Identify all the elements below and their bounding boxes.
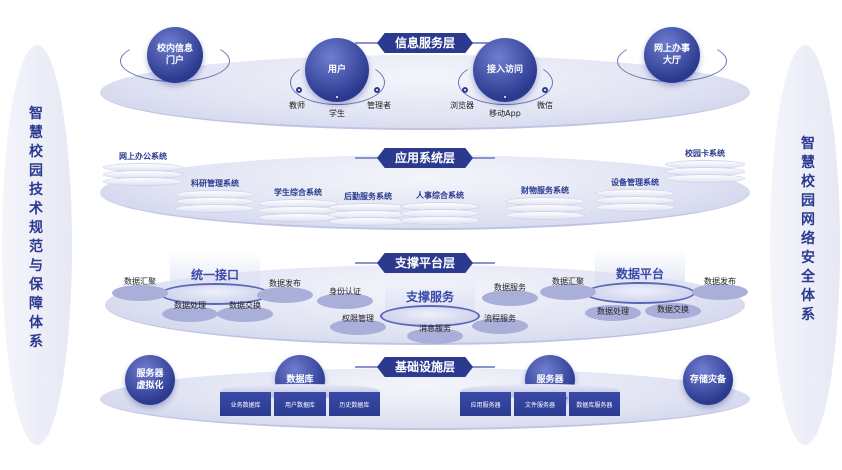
- node-label: 校内信息门户: [157, 44, 194, 66]
- item-label: 流程服务: [484, 314, 516, 323]
- server-segment: 应用服务器: [460, 392, 512, 416]
- pill: [317, 293, 373, 309]
- support-service-hub: [380, 305, 480, 327]
- left-side-title: 智慧校园技术规范与保障体系: [29, 106, 43, 350]
- system-stack: 校园卡系统: [665, 149, 745, 190]
- data-platform-title: 数据平台: [615, 267, 665, 281]
- pill: [217, 306, 273, 322]
- node-label: 数据库: [286, 375, 314, 385]
- item-label: 数据交换: [657, 305, 689, 314]
- pill: [645, 303, 701, 319]
- right-side-band: [770, 45, 840, 445]
- system-label: 学生综合系统: [274, 188, 322, 197]
- user-type-label: 教师: [289, 101, 305, 110]
- system-stack: 科研管理系统: [175, 179, 255, 220]
- item-label: 数据发布: [704, 277, 736, 286]
- user-type-label: 学生: [329, 109, 345, 118]
- infra-layer-title: 基础设施层: [377, 357, 473, 377]
- virtualization-node: 服务器虚拟化: [125, 355, 175, 405]
- pill: [540, 284, 596, 300]
- server-segment: 文件服务器: [514, 392, 566, 416]
- item-label: 数据发布: [269, 279, 301, 288]
- system-label: 财物服务系统: [521, 186, 569, 195]
- system-stack: 学生综合系统: [258, 188, 338, 229]
- access-type-label: 微信: [537, 101, 553, 110]
- dot-icon: [542, 87, 548, 93]
- infra-layer-platform: [100, 368, 750, 430]
- pill: [112, 285, 168, 301]
- system-label: 后勤服务系统: [344, 192, 392, 201]
- data-platform-hub: [585, 282, 695, 304]
- info-layer-title: 信息服务层: [377, 33, 473, 53]
- item-label: 权限管理: [342, 314, 374, 323]
- pill: [585, 305, 641, 321]
- dot-icon: [374, 87, 380, 93]
- access-node: 接入访问: [473, 38, 537, 102]
- user-type-label: 管理者: [367, 101, 391, 110]
- system-label: 设备管理系统: [611, 178, 659, 187]
- pill: [482, 290, 538, 306]
- item-label: 数据交换: [229, 301, 261, 310]
- db-segment: 业务数据库: [220, 392, 272, 416]
- orbit-ring: [458, 60, 553, 105]
- system-label: 科研管理系统: [191, 179, 239, 188]
- users-node: 用户: [305, 38, 369, 102]
- item-label: 数据处理: [597, 307, 629, 316]
- system-stack: 财物服务系统: [505, 186, 585, 227]
- pill: [472, 318, 528, 334]
- server-cylinder: 应用服务器文件服务器数据库服务器: [460, 392, 620, 416]
- node-label: 用户: [327, 65, 346, 75]
- db-segment: 用户数据库: [274, 392, 326, 416]
- node-label: 服务器虚拟化: [136, 369, 164, 391]
- dot-icon: [502, 94, 508, 100]
- dot-icon: [462, 87, 468, 93]
- item-label: 身份认证: [329, 287, 361, 296]
- item-label: 数据汇聚: [552, 277, 584, 286]
- system-label: 网上办公系统: [119, 152, 167, 161]
- left-side-band: [2, 45, 72, 445]
- system-stack: 人事综合系统: [400, 191, 480, 232]
- node-label: 服务器: [536, 375, 564, 385]
- backup-node: 存储灾备: [683, 355, 733, 405]
- access-type-label: 浏览器: [450, 101, 474, 110]
- orbit-ring: [290, 60, 385, 105]
- item-label: 数据服务: [494, 283, 526, 292]
- database-cylinder: 业务数据库用户数据库历史数据库: [220, 392, 380, 416]
- app-layer-title: 应用系统层: [377, 148, 473, 168]
- access-type-label: 移动App: [489, 109, 521, 118]
- unified-interface-title: 统一接口: [190, 268, 240, 282]
- node-label: 网上办事大厅: [654, 44, 691, 66]
- system-label: 校园卡系统: [685, 149, 725, 158]
- campus-portal-node: 校内信息门户: [147, 27, 203, 83]
- pill: [407, 328, 463, 344]
- system-stack: 网上办公系统: [103, 152, 183, 193]
- support-service-title: 支撑服务: [405, 290, 455, 304]
- item-label: 数据汇聚: [124, 277, 156, 286]
- server-segment: 数据库服务器: [568, 392, 620, 416]
- pill: [257, 287, 313, 303]
- system-label: 人事综合系统: [416, 191, 464, 200]
- pill: [330, 319, 386, 335]
- support-layer-title: 支撑平台层: [377, 253, 473, 273]
- system-stack: 后勤服务系统: [328, 192, 408, 233]
- system-stack: 设备管理系统: [595, 178, 675, 219]
- right-side-title: 智慧校园网络安全体系: [801, 136, 815, 323]
- node-label: 存储灾备: [689, 375, 726, 385]
- dot-icon: [296, 87, 302, 93]
- db-segment: 历史数据库: [328, 392, 380, 416]
- item-label: 消息服务: [419, 324, 451, 333]
- dot-icon: [334, 94, 340, 100]
- pill: [692, 284, 748, 300]
- pill: [162, 306, 218, 322]
- online-hall-node: 网上办事大厅: [644, 27, 700, 83]
- node-label: 接入访问: [486, 65, 523, 75]
- item-label: 数据处理: [174, 301, 206, 310]
